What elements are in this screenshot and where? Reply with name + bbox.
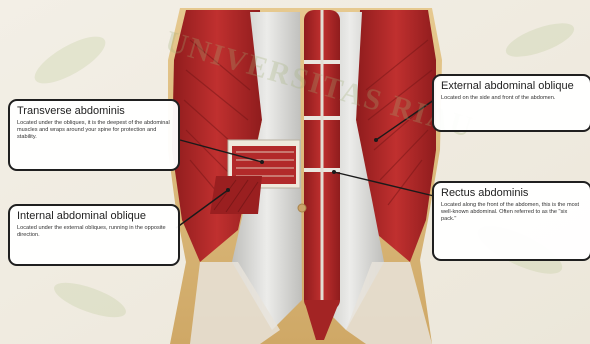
rectus-abdominis [304,10,340,340]
callout-title: Internal abdominal oblique [17,210,171,223]
internal-oblique [210,176,262,214]
callout-title: Transverse abdominis [17,105,171,118]
callout-internal-abdominal-oblique: Internal abdominal oblique Located under… [8,204,180,266]
callout-title: Rectus abdominis [441,187,583,200]
callout-description: Located along the front of the abdomen, … [441,202,583,223]
callout-description: Located under the obliques, it is the de… [17,120,171,141]
callout-title: External abdominal oblique [441,80,583,93]
callout-external-abdominal-oblique: External abdominal oblique Located on th… [432,74,590,132]
callout-description: Located under the external obliques, run… [17,225,171,239]
navel [298,204,306,212]
callout-transverse-abdominis: Transverse abdominis Located under the o… [8,99,180,171]
callout-description: Located on the side and front of the abd… [441,95,583,102]
callout-rectus-abdominis: Rectus abdominis Located along the front… [432,181,590,261]
